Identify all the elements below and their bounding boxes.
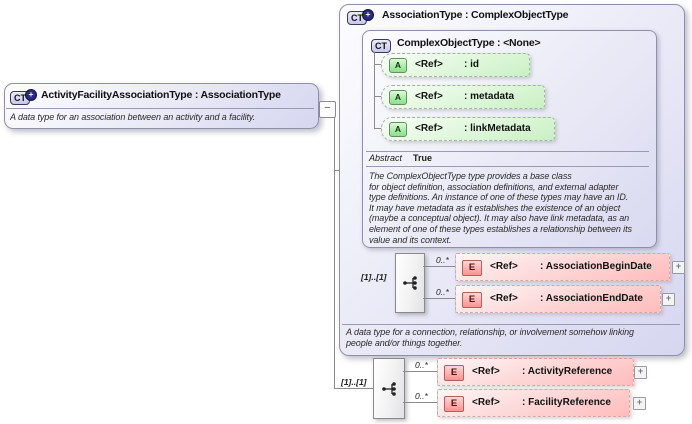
element-row-associationbegindate[interactable]: E <Ref> : AssociationBeginDate (455, 253, 670, 281)
attribute-row-metadata[interactable]: A <Ref> : metadata (381, 85, 545, 109)
main-box-title: AssociationType : ComplexObjectType (382, 9, 569, 21)
attribute-icon: A (389, 58, 407, 73)
sequence-icon (381, 381, 396, 396)
base-box-title: ComplexObjectType : <None> (397, 37, 541, 49)
element-row-associationenddate[interactable]: E <Ref> : AssociationEndDate (455, 285, 661, 313)
sequence-icon (402, 276, 417, 290)
complex-type-icon: CT+ (347, 8, 374, 25)
connector-line (423, 298, 455, 299)
abstract-label: Abstract (369, 153, 403, 163)
divider (366, 166, 649, 167)
connector-line (374, 52, 375, 128)
attribute-ref: <Ref> (415, 58, 443, 70)
connector-line (374, 96, 381, 97)
plus-circle-icon: + (362, 9, 374, 21)
base-box-description: The ComplexObjectType type provides a ba… (369, 171, 632, 245)
connector-line (374, 64, 381, 65)
attribute-ref: <Ref> (415, 122, 443, 134)
occurs-label: 0..* (415, 391, 428, 401)
connector-line (403, 402, 437, 403)
sequence-compositor[interactable] (395, 253, 425, 313)
attribute-name: : linkMetadata (464, 122, 531, 134)
divider (6, 108, 314, 109)
cardinality-label: [1]..[1] (361, 272, 387, 282)
element-icon: E (462, 292, 482, 308)
collapse-toggle-button[interactable]: − (319, 101, 336, 118)
connector-line (334, 388, 373, 389)
connector-line (403, 371, 437, 372)
occurs-label: 0..* (436, 255, 449, 265)
cardinality-label: [1]..[1] (341, 377, 367, 387)
ct-badge-text: CT (371, 39, 391, 53)
element-name: : FacilityReference (522, 396, 611, 408)
left-box-description: A data type for an association between a… (10, 112, 256, 122)
connector-line (334, 108, 335, 389)
element-icon: E (444, 396, 464, 412)
connector-line (374, 128, 381, 129)
element-row-activityreference[interactable]: E <Ref> : ActivityReference (437, 358, 634, 386)
element-ref: <Ref> (490, 292, 518, 304)
main-box-description: A data type for a connection, relationsh… (346, 327, 634, 348)
expand-button[interactable]: + (662, 293, 675, 306)
type-box-activityfacilityassociationtype[interactable] (4, 83, 319, 129)
element-ref: <Ref> (490, 260, 518, 272)
expand-button[interactable]: + (634, 366, 647, 379)
attribute-ref: <Ref> (415, 90, 443, 102)
element-name: : AssociationBeginDate (540, 260, 652, 272)
attribute-row-linkmetadata[interactable]: A <Ref> : linkMetadata (381, 117, 555, 141)
occurs-label: 0..* (436, 287, 449, 297)
complex-type-icon: CT+ (10, 88, 37, 105)
occurs-label: 0..* (415, 360, 428, 370)
divider (366, 151, 649, 152)
element-row-facilityreference[interactable]: E <Ref> : FacilityReference (437, 389, 630, 417)
attribute-icon: A (389, 122, 407, 137)
element-icon: E (462, 260, 482, 276)
divider (342, 324, 680, 325)
element-ref: <Ref> (472, 396, 500, 408)
element-icon: E (444, 365, 464, 381)
element-name: : AssociationEndDate (540, 292, 643, 304)
plus-circle-icon: + (25, 89, 37, 101)
left-box-title: ActivityFacilityAssociationType : Associ… (41, 89, 281, 101)
abstract-value: True (413, 153, 433, 163)
attribute-row-id[interactable]: A <Ref> : id (381, 53, 530, 77)
attribute-icon: A (389, 90, 407, 105)
connector-line (423, 266, 455, 267)
element-ref: <Ref> (472, 365, 500, 377)
expand-button[interactable]: + (633, 397, 646, 410)
complex-type-icon: CT (371, 36, 391, 53)
sequence-compositor[interactable] (373, 358, 405, 419)
attribute-name: : id (464, 58, 479, 70)
element-name: : ActivityReference (522, 365, 613, 377)
expand-button[interactable]: + (672, 261, 685, 274)
attribute-name: : metadata (464, 90, 515, 102)
